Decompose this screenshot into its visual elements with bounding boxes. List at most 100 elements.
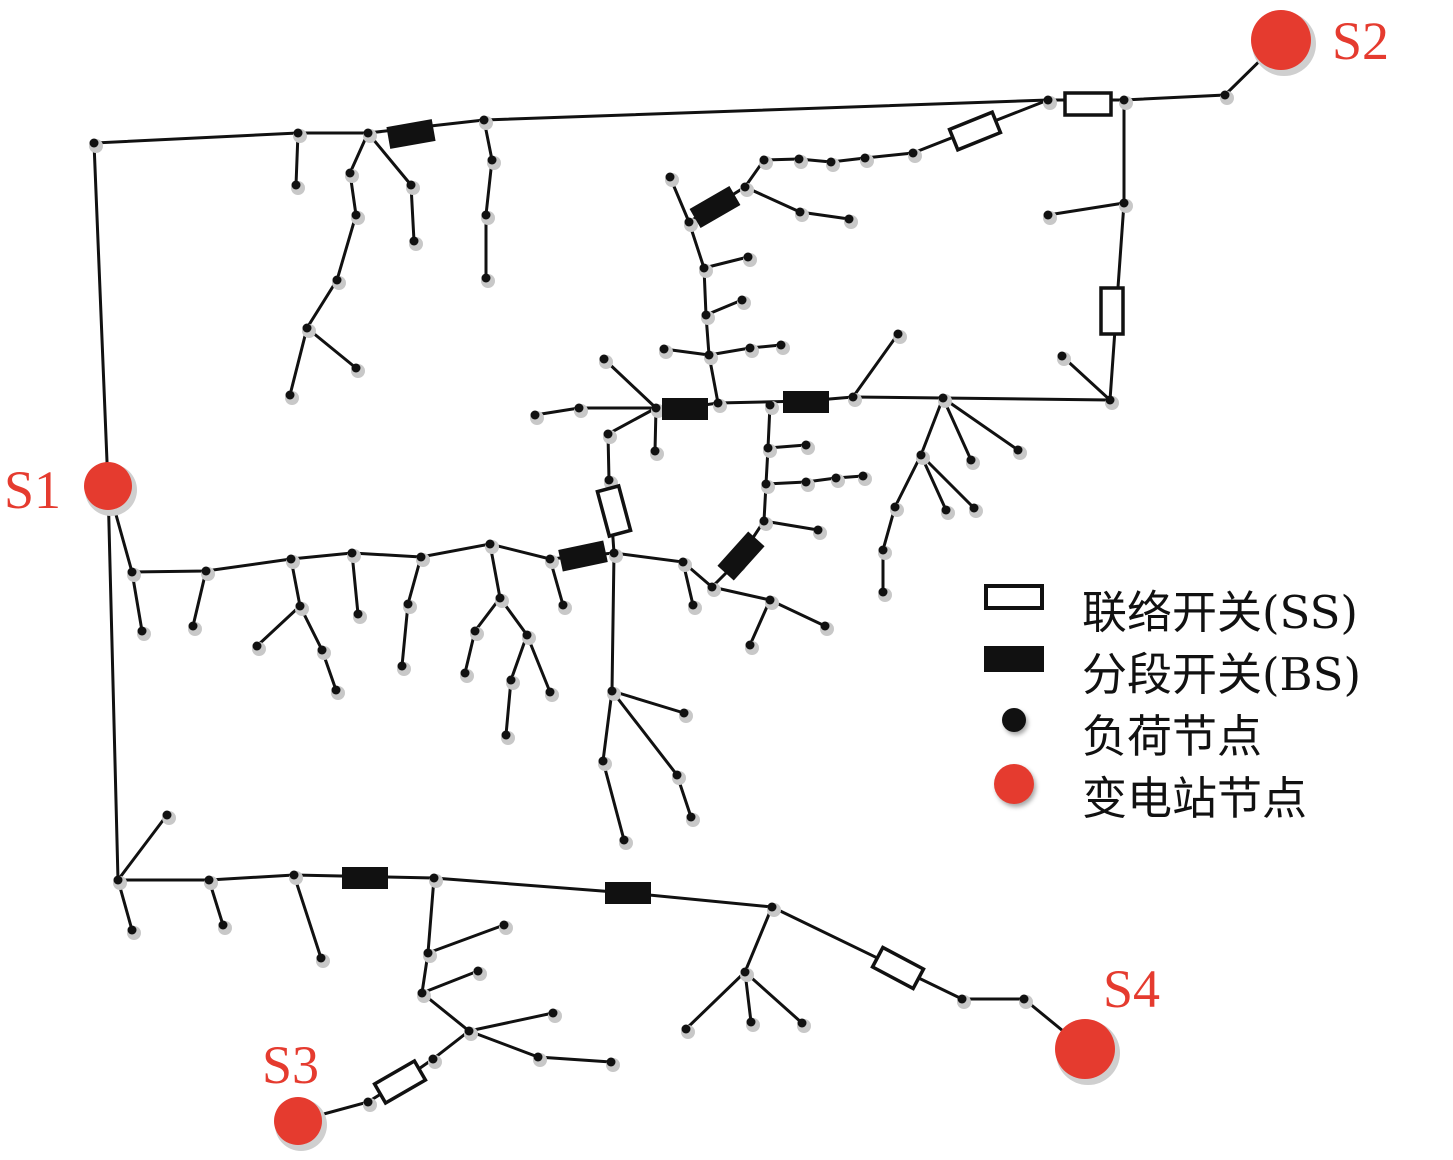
load-node — [699, 263, 709, 273]
load-node — [295, 601, 305, 611]
feeder-line-3 — [1060, 354, 1112, 402]
load-node — [893, 329, 903, 339]
load-node — [704, 350, 714, 360]
load-node — [878, 587, 888, 597]
feeder-line-27 — [919, 453, 976, 510]
load-node — [530, 410, 540, 420]
load-node — [598, 756, 608, 766]
load-node — [599, 354, 609, 364]
load-node — [286, 554, 296, 564]
feeder-line-56 — [420, 969, 480, 995]
tie-switch-icon — [1063, 91, 1113, 117]
load-node — [345, 168, 355, 178]
load-node — [397, 661, 407, 671]
load-node — [291, 180, 301, 190]
load-node — [745, 343, 755, 353]
substation-label-s2: S2 — [1332, 11, 1390, 71]
feeder-line-55 — [426, 923, 506, 955]
load-node — [127, 567, 137, 577]
sectionalizing-switch-icon — [984, 646, 1044, 672]
feeder-line-36 — [255, 604, 302, 648]
load-node — [403, 599, 413, 609]
load-node — [545, 554, 555, 564]
load-node — [609, 548, 619, 558]
load-node — [701, 310, 711, 320]
substation-label-s3: S3 — [262, 1035, 320, 1095]
load-node — [113, 875, 123, 885]
substation-label-s4: S4 — [1103, 959, 1161, 1019]
feeder-line-59 — [684, 905, 774, 1031]
load-node — [848, 392, 858, 402]
load-node — [363, 1097, 373, 1107]
load-node — [470, 626, 480, 636]
load-node — [759, 155, 769, 165]
feeder-line-30 — [764, 474, 865, 486]
feeder-line-57 — [467, 1011, 555, 1033]
load-node — [406, 180, 416, 190]
feeder-line-4 — [106, 484, 120, 882]
load-node — [332, 275, 342, 285]
load-node — [878, 545, 888, 555]
sectionalizing-switch-icon — [605, 882, 651, 904]
load-node — [767, 902, 777, 912]
load-node — [545, 687, 555, 697]
load-node — [604, 475, 614, 485]
load-node — [686, 812, 696, 822]
substation-s2 — [1251, 10, 1311, 70]
feeder-line-48 — [610, 689, 693, 819]
load-node — [1013, 445, 1023, 455]
load-node — [522, 630, 532, 640]
switches — [342, 91, 1125, 1106]
load-node — [740, 182, 750, 192]
load-node — [351, 363, 361, 373]
feeder-line-53 — [292, 873, 323, 960]
load-node — [428, 1054, 438, 1064]
load-node — [619, 835, 629, 845]
load-node — [651, 403, 661, 413]
substation-s3 — [274, 1097, 322, 1145]
feeder-line-39 — [463, 542, 502, 675]
load-node — [890, 502, 900, 512]
load-node — [162, 810, 172, 820]
load-node — [487, 155, 497, 165]
load-node — [860, 153, 870, 163]
feeder-line-20 — [602, 357, 658, 410]
load-node — [558, 600, 568, 610]
load-node — [794, 154, 804, 164]
tie-switch-icon — [372, 1058, 428, 1106]
feeder-line-49 — [116, 813, 169, 882]
load-node — [479, 115, 489, 125]
tie-switch-icon — [984, 584, 1044, 610]
feeder-line-23 — [881, 396, 945, 594]
feeder-line-31 — [762, 519, 820, 532]
load-node — [429, 873, 439, 883]
load-node — [1119, 198, 1129, 208]
load-node — [659, 344, 669, 354]
sectionalizing-switch-icon — [662, 398, 708, 420]
sectionalizing-switch-icon — [342, 867, 388, 889]
load-node — [969, 503, 979, 513]
load-node — [1119, 95, 1129, 105]
feeder-line-19 — [533, 406, 658, 417]
load-node — [607, 686, 617, 696]
substation-node-icon — [994, 764, 1034, 804]
load-node — [201, 566, 211, 576]
load-node — [137, 626, 147, 636]
feeder-line-34 — [191, 569, 208, 628]
load-node — [746, 1017, 756, 1027]
load-node — [763, 443, 773, 453]
load-node — [916, 450, 926, 460]
load-node — [1043, 95, 1053, 105]
load-node — [501, 730, 511, 740]
load-node — [409, 236, 419, 246]
load-node — [740, 967, 750, 977]
load-node — [499, 920, 509, 930]
load-node — [188, 621, 198, 631]
sectionalizing-switch-icon — [386, 119, 436, 149]
load-node — [417, 988, 427, 998]
feeder-line-7 — [305, 326, 358, 370]
load-node — [665, 172, 675, 182]
load-node — [285, 390, 295, 400]
load-node — [679, 708, 689, 718]
load-node — [252, 641, 262, 651]
